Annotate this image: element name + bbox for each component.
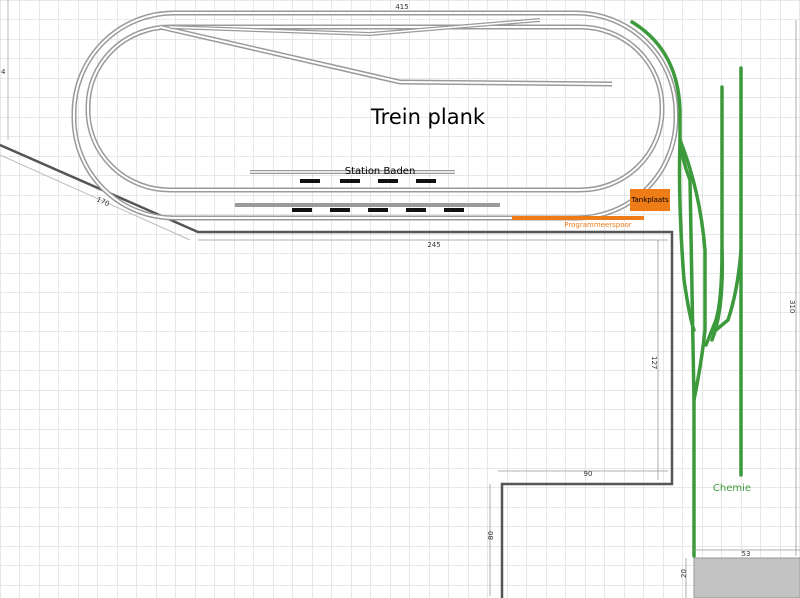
- board-thin-lines: [0, 0, 191, 241]
- station-platforms: [292, 179, 464, 212]
- programming-track: [512, 216, 644, 220]
- dim-corner-width: 53: [742, 550, 751, 558]
- dim-vertical-mid: 127: [650, 356, 658, 369]
- dim-lower-width: 90: [584, 470, 593, 478]
- dimension-lines: [198, 20, 800, 598]
- corner-block: [693, 557, 800, 598]
- inner-oval-track: [85, 24, 665, 193]
- programming-track-label: Programmeerspoor: [564, 221, 632, 229]
- layout-title: Trein plank: [370, 105, 486, 129]
- tank-station-box: [630, 189, 670, 211]
- dim-front: 245: [427, 241, 440, 249]
- outer-oval-track: [71, 10, 679, 221]
- dim-left-cut: 4: [1, 68, 6, 76]
- tank-label: Tankplaats: [630, 196, 669, 204]
- dim-top: 415: [395, 3, 408, 11]
- station-label: Station Baden: [345, 166, 416, 177]
- dim-lower-height: 80: [487, 531, 495, 540]
- siding-tracks: [159, 18, 613, 207]
- chemie-yard-tracks: [630, 20, 743, 558]
- dim-right: 310: [788, 300, 796, 313]
- chemie-label: Chemie: [713, 483, 751, 494]
- dim-corner-height: 20: [680, 569, 688, 578]
